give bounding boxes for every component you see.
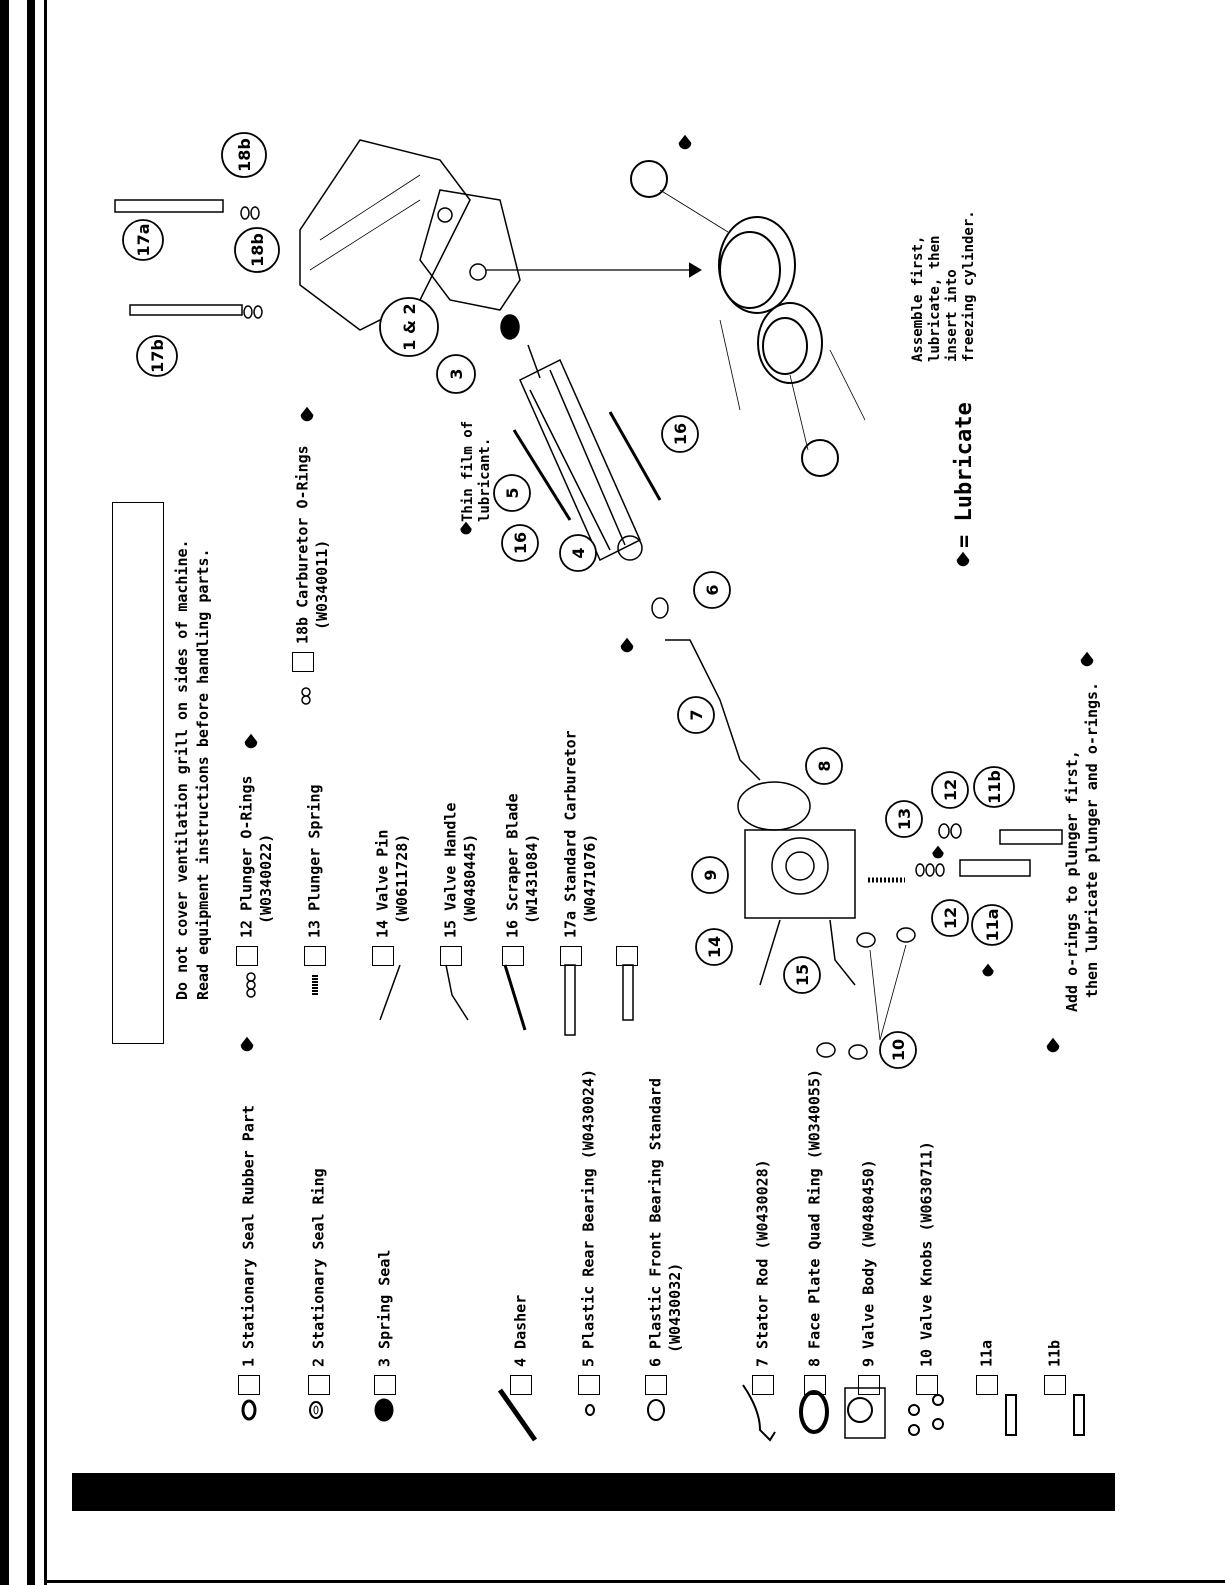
callout-label: 11a bbox=[983, 908, 1002, 941]
callout-label: 6 bbox=[703, 584, 722, 595]
callout-label: 16 bbox=[671, 423, 690, 445]
callout-label: 17b bbox=[148, 339, 167, 373]
callout-label: 4 bbox=[569, 547, 588, 558]
callout-label: 12 bbox=[941, 779, 960, 801]
callout-label: 10 bbox=[889, 1039, 908, 1061]
warning-box bbox=[112, 502, 164, 1044]
callout-label: 15 bbox=[793, 964, 812, 986]
callout-labels: 1 & 2 3 4 5 16 16 6 7 8 9 13 12 12 11b 11a 14 15 10 17a 17b… bbox=[134, 138, 1004, 1061]
part-thumbnails bbox=[241, 1384, 1085, 1442]
callout-label: 17a bbox=[134, 223, 153, 256]
middle-thumbnails bbox=[246, 687, 634, 1036]
callout-label: 18b bbox=[248, 233, 267, 267]
left-border-bar-outer bbox=[0, 0, 9, 1585]
callout-label: 8 bbox=[815, 760, 834, 771]
callout-label: 11b bbox=[985, 770, 1004, 804]
left-border-bar-inner bbox=[27, 0, 35, 1585]
bottom-rule bbox=[44, 1580, 1225, 1583]
callout-label: 1 & 2 bbox=[400, 303, 419, 350]
dasher-assembly bbox=[500, 314, 662, 562]
stationary-seal-rings bbox=[485, 160, 866, 477]
callout-label: 9 bbox=[701, 869, 720, 880]
callout-label: 14 bbox=[705, 936, 724, 958]
callout-label: 13 bbox=[895, 808, 914, 830]
footer-bar bbox=[72, 1473, 1115, 1511]
callout-label: 3 bbox=[447, 368, 466, 379]
valve-assembly bbox=[651, 597, 1063, 1060]
callout-markers bbox=[122, 132, 1015, 1069]
left-border-bar-thin bbox=[44, 0, 47, 1585]
callout-label: 7 bbox=[687, 709, 706, 720]
callout-label: 16 bbox=[511, 532, 530, 554]
callout-label: 18b bbox=[235, 138, 254, 172]
carburetor-tubes bbox=[114, 199, 263, 319]
callout-label: 12 bbox=[941, 907, 960, 929]
callout-label: 5 bbox=[503, 487, 522, 498]
